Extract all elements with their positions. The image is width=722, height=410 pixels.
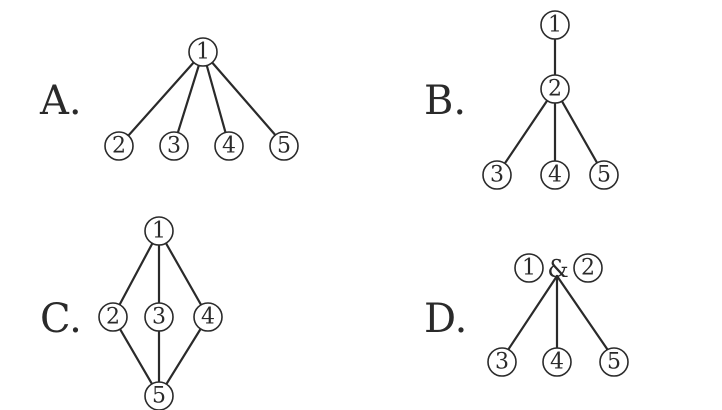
edge-a-1-3: [172, 50, 205, 147]
svg-text:4: 4: [201, 305, 215, 330]
edge-b-2-3: [495, 87, 557, 177]
option-b-label: B.: [424, 78, 466, 124]
node-b-1: 1: [540, 10, 570, 40]
node-c-4: 4: [193, 302, 223, 332]
node-d-5: 5: [599, 347, 629, 377]
svg-text:4: 4: [222, 134, 236, 159]
option-a: A. 1 2 3 4 5: [39, 37, 299, 161]
svg-text:1: 1: [522, 256, 536, 281]
option-a-label: A.: [39, 78, 82, 124]
svg-text:4: 4: [548, 163, 562, 188]
edge-d-12-5: [555, 274, 616, 361]
node-a-3: 3: [159, 131, 189, 161]
node-b-5: 5: [589, 160, 619, 190]
edge-b-2-5: [553, 87, 606, 177]
node-b-2: 2: [540, 74, 570, 104]
edge-c-2-5: [111, 315, 161, 398]
option-c: C. 1 2 3 4 5: [40, 216, 223, 410]
node-a-2: 2: [104, 131, 134, 161]
svg-text:2: 2: [106, 305, 120, 330]
edge-d-12-3: [500, 274, 559, 361]
option-d-label: D.: [424, 296, 467, 342]
node-c-2: 2: [98, 302, 128, 332]
edge-c-1-4: [157, 229, 210, 319]
svg-text:2: 2: [548, 77, 562, 102]
svg-text:1: 1: [196, 40, 210, 65]
edge-c-4-5: [157, 315, 210, 398]
node-c-5: 5: [144, 381, 174, 410]
node-d-4: 4: [542, 347, 572, 377]
edge-a-1-5: [201, 50, 286, 147]
edge-c-1-2: [111, 229, 161, 319]
node-c-3: 3: [144, 302, 174, 332]
edge-a-1-4: [201, 50, 231, 147]
svg-text:3: 3: [167, 134, 181, 159]
svg-text:3: 3: [152, 305, 166, 330]
node-b-4: 4: [540, 160, 570, 190]
node-d-1and2: 1 & 2: [514, 253, 603, 283]
svg-text:2: 2: [581, 256, 595, 281]
node-c-1: 1: [144, 216, 174, 246]
svg-text:1: 1: [548, 13, 562, 38]
option-d: D. 1 & 2 3 4 5: [424, 253, 629, 377]
svg-text:5: 5: [277, 134, 291, 159]
option-c-label: C.: [40, 296, 82, 342]
svg-text:3: 3: [490, 163, 504, 188]
option-b: B. 1 2 3 4 5: [424, 10, 619, 190]
node-b-3: 3: [482, 160, 512, 190]
svg-text:4: 4: [550, 350, 564, 375]
edge-a-1-2: [118, 50, 205, 147]
svg-text:5: 5: [152, 384, 166, 409]
svg-text:3: 3: [495, 350, 509, 375]
node-a-5: 5: [269, 131, 299, 161]
node-a-4: 4: [214, 131, 244, 161]
svg-text:2: 2: [112, 134, 126, 159]
node-a-1: 1: [188, 37, 218, 67]
svg-text:1: 1: [152, 219, 166, 244]
svg-text:&: &: [547, 255, 568, 283]
svg-text:5: 5: [597, 163, 611, 188]
svg-text:5: 5: [607, 350, 621, 375]
node-d-3: 3: [487, 347, 517, 377]
